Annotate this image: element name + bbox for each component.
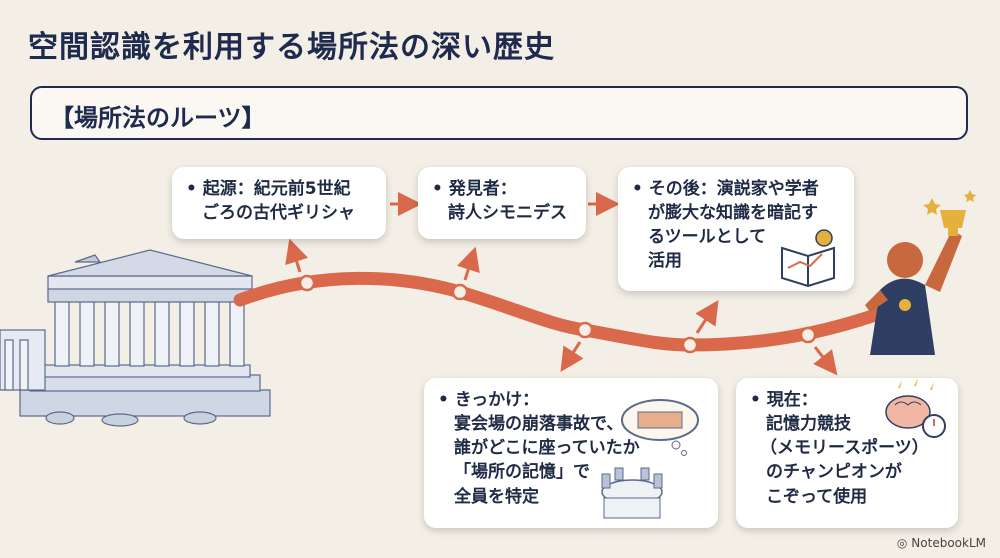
card-later-line-3: るツールとして — [648, 227, 767, 248]
card-trigger-line-5: 全員を特定 — [454, 486, 539, 507]
champion-trophy-illustration — [865, 190, 976, 355]
card-later-line-4: 活用 — [648, 251, 682, 272]
notebooklm-logo-icon: ◎ — [896, 536, 908, 550]
page-title: 空間認識を利用する場所法の深い歴史 — [28, 30, 555, 65]
brand-label: NotebookLM — [911, 536, 986, 550]
card-trigger-line-2: 宴会場の崩落事故で、 — [454, 414, 624, 435]
section-label: 【場所法のルーツ】 — [50, 104, 266, 132]
card-present: 現在： 記憶力競技 （メモリースポーツ） のチャンピオンが こぞって使用 — [736, 378, 958, 528]
brand-mark: ◎ NotebookLM — [897, 536, 986, 550]
section-header-box: 【場所法のルーツ】 — [30, 86, 968, 140]
card-origin: 起源：紀元前5世紀 ごろの古代ギリシャ — [172, 167, 386, 239]
card-trigger-line-4: 「場所の記憶」で — [454, 462, 590, 483]
card-origin-line-2: ごろの古代ギリシャ — [202, 203, 355, 224]
card-discoverer-line-1: 発見者： — [432, 177, 572, 201]
card-present-line-4: のチャンピオンが — [766, 462, 902, 483]
card-present-line-2: 記憶力競技 — [766, 414, 851, 435]
card-present-line-1: 現在： — [750, 388, 944, 412]
temple-illustration — [0, 249, 271, 427]
card-present-line-3: （メモリースポーツ） — [760, 438, 929, 459]
card-trigger: きっかけ： 宴会場の崩落事故で、 誰がどこに座っていたか 「場所の記憶」で 全員… — [424, 378, 718, 528]
card-later-line-2: が膨大な知識を暗記す — [648, 203, 818, 224]
card-later: その後：演説家や学者 が膨大な知識を暗記す るツールとして 活用 — [618, 167, 854, 291]
card-origin-line-1: 起源：紀元前5世紀 — [186, 177, 372, 201]
card-discoverer: 発見者： 詩人シモニデス — [418, 167, 586, 239]
card-trigger-line-1: きっかけ： — [438, 388, 704, 412]
card-present-line-5: こぞって使用 — [766, 486, 868, 507]
card-trigger-line-3: 誰がどこに座っていたか — [454, 438, 640, 459]
card-later-line-1: その後：演説家や学者 — [632, 177, 844, 201]
card-discoverer-line-2: 詩人シモニデス — [448, 203, 567, 224]
